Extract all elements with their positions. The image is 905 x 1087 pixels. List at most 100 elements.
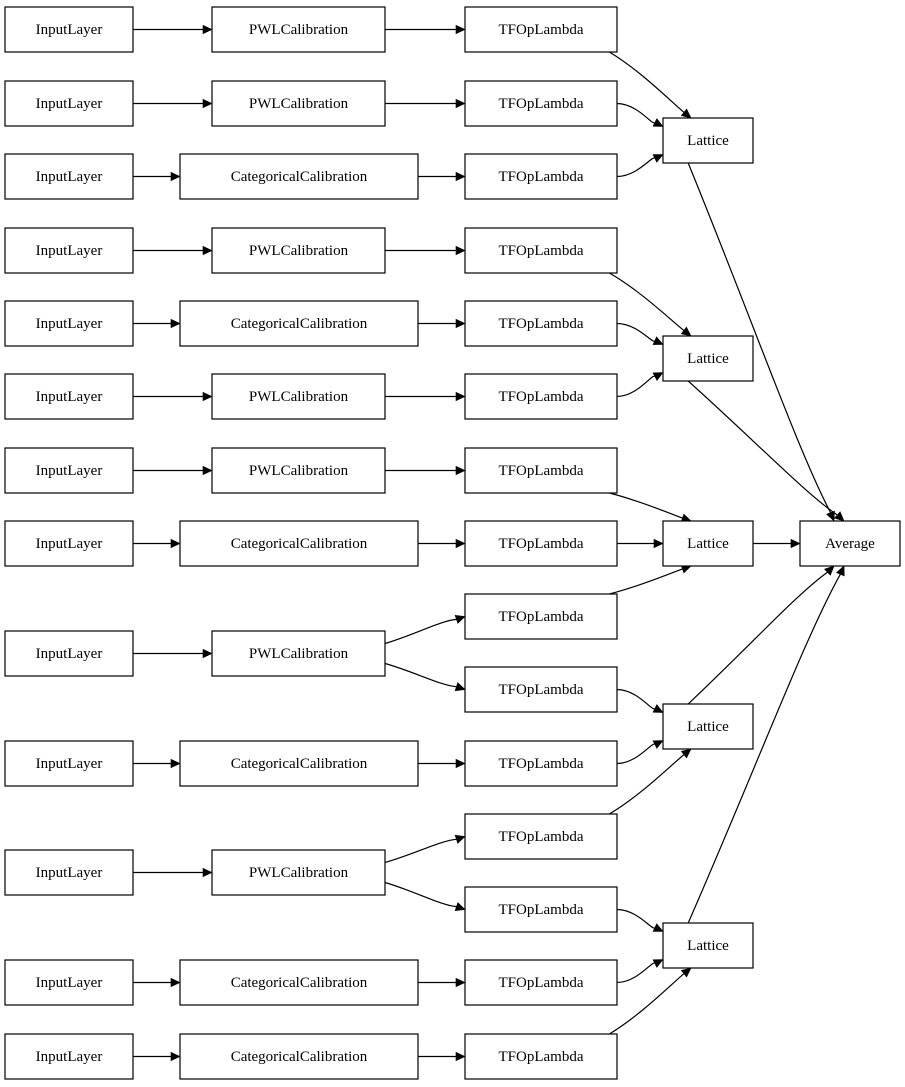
node-inputlayer-in7[interactable]: InputLayer xyxy=(4,447,134,494)
node-tfoplambda-op8[interactable]: TFOpLambda xyxy=(464,520,618,567)
node-inputlayer-in2[interactable]: InputLayer xyxy=(4,80,134,127)
node-lattice-lat1[interactable]: Lattice xyxy=(662,117,754,164)
node-inputlayer-in13[interactable]: InputLayer xyxy=(4,1033,134,1080)
node-tfoplambda-op5[interactable]: TFOpLambda xyxy=(464,300,618,347)
node-box[interactable] xyxy=(179,300,419,347)
node-box[interactable] xyxy=(662,520,754,567)
node-box[interactable] xyxy=(179,153,419,200)
node-tfoplambda-op1[interactable]: TFOpLambda xyxy=(464,6,618,53)
node-box[interactable] xyxy=(211,447,386,494)
node-lattice-lat3[interactable]: Lattice xyxy=(662,520,754,567)
node-box[interactable] xyxy=(662,922,754,969)
edge-categoricalcalibration-to-tfoplambda xyxy=(418,318,466,329)
node-lattice-lat5[interactable]: Lattice xyxy=(662,922,754,969)
node-box[interactable] xyxy=(464,80,618,127)
node-tfoplambda-op4[interactable]: TFOpLambda xyxy=(464,227,618,274)
node-pwlcalibration-cal2[interactable]: PWLCalibration xyxy=(211,80,386,127)
node-box[interactable] xyxy=(464,593,618,640)
node-box[interactable] xyxy=(4,630,134,677)
node-tfoplambda-op3[interactable]: TFOpLambda xyxy=(464,153,618,200)
node-tfoplambda-op2[interactable]: TFOpLambda xyxy=(464,80,618,127)
node-inputlayer-in6[interactable]: InputLayer xyxy=(4,373,134,420)
node-box[interactable] xyxy=(4,6,134,53)
node-box[interactable] xyxy=(4,373,134,420)
node-inputlayer-in12[interactable]: InputLayer xyxy=(4,959,134,1006)
node-box[interactable] xyxy=(464,447,618,494)
node-inputlayer-in9[interactable]: InputLayer xyxy=(4,630,134,677)
node-inputlayer-in5[interactable]: InputLayer xyxy=(4,300,134,347)
node-box[interactable] xyxy=(464,959,618,1006)
node-box[interactable] xyxy=(179,959,419,1006)
node-box[interactable] xyxy=(4,153,134,200)
node-box[interactable] xyxy=(4,300,134,347)
node-box[interactable] xyxy=(4,1033,134,1080)
node-categoricalcalibration-cal3[interactable]: CategoricalCalibration xyxy=(179,153,419,200)
node-tfoplambda-op6[interactable]: TFOpLambda xyxy=(464,373,618,420)
node-box[interactable] xyxy=(211,630,386,677)
node-categoricalcalibration-cal8[interactable]: CategoricalCalibration xyxy=(179,520,419,567)
edge-line xyxy=(609,51,685,113)
arrowhead-icon xyxy=(454,615,466,624)
node-box[interactable] xyxy=(464,373,618,420)
node-box[interactable] xyxy=(179,740,419,787)
node-tfoplambda-op15[interactable]: TFOpLambda xyxy=(464,1033,618,1080)
node-box[interactable] xyxy=(662,703,754,750)
node-average-avg[interactable]: Average xyxy=(799,520,901,567)
edge-tfoplambda-to-lattice xyxy=(617,538,664,549)
node-box[interactable] xyxy=(4,849,134,896)
edge-categoricalcalibration-to-tfoplambda xyxy=(418,538,466,549)
node-pwlcalibration-cal4[interactable]: PWLCalibration xyxy=(211,227,386,274)
node-box[interactable] xyxy=(211,849,386,896)
node-box[interactable] xyxy=(464,520,618,567)
node-box[interactable] xyxy=(464,886,618,933)
node-box[interactable] xyxy=(4,740,134,787)
node-box[interactable] xyxy=(464,6,618,53)
node-box[interactable] xyxy=(464,1033,618,1080)
node-box[interactable] xyxy=(464,666,618,713)
node-box[interactable] xyxy=(179,1033,419,1080)
node-pwlcalibration-cal7[interactable]: PWLCalibration xyxy=(211,447,386,494)
node-lattice-lat4[interactable]: Lattice xyxy=(662,703,754,750)
node-inputlayer-in1[interactable]: InputLayer xyxy=(4,6,134,53)
node-pwlcalibration-cal1[interactable]: PWLCalibration xyxy=(211,6,386,53)
node-categoricalcalibration-cal10[interactable]: CategoricalCalibration xyxy=(179,740,419,787)
node-box[interactable] xyxy=(211,227,386,274)
node-box[interactable] xyxy=(4,447,134,494)
node-categoricalcalibration-cal12[interactable]: CategoricalCalibration xyxy=(179,959,419,1006)
node-inputlayer-in4[interactable]: InputLayer xyxy=(4,227,134,274)
node-box[interactable] xyxy=(464,153,618,200)
node-box[interactable] xyxy=(179,520,419,567)
node-box[interactable] xyxy=(464,300,618,347)
node-tfoplambda-op11[interactable]: TFOpLambda xyxy=(464,740,618,787)
node-categoricalcalibration-cal13[interactable]: CategoricalCalibration xyxy=(179,1033,419,1080)
node-box[interactable] xyxy=(4,959,134,1006)
node-tfoplambda-op10[interactable]: TFOpLambda xyxy=(464,666,618,713)
node-lattice-lat2[interactable]: Lattice xyxy=(662,335,754,382)
node-inputlayer-in8[interactable]: InputLayer xyxy=(4,520,134,567)
node-box[interactable] xyxy=(211,373,386,420)
node-box[interactable] xyxy=(464,813,618,860)
node-pwlcalibration-cal11[interactable]: PWLCalibration xyxy=(211,849,386,896)
node-box[interactable] xyxy=(464,740,618,787)
node-box[interactable] xyxy=(211,80,386,127)
node-inputlayer-in3[interactable]: InputLayer xyxy=(4,153,134,200)
node-categoricalcalibration-cal5[interactable]: CategoricalCalibration xyxy=(179,300,419,347)
node-box[interactable] xyxy=(799,520,901,567)
node-box[interactable] xyxy=(4,227,134,274)
node-tfoplambda-op9[interactable]: TFOpLambda xyxy=(464,593,618,640)
node-tfoplambda-op12[interactable]: TFOpLambda xyxy=(464,813,618,860)
node-tfoplambda-op14[interactable]: TFOpLambda xyxy=(464,959,618,1006)
node-pwlcalibration-cal9[interactable]: PWLCalibration xyxy=(211,630,386,677)
node-tfoplambda-op7[interactable]: TFOpLambda xyxy=(464,447,618,494)
node-pwlcalibration-cal6[interactable]: PWLCalibration xyxy=(211,373,386,420)
node-inputlayer-in10[interactable]: InputLayer xyxy=(4,740,134,787)
node-inputlayer-in11[interactable]: InputLayer xyxy=(4,849,134,896)
node-box[interactable] xyxy=(662,117,754,164)
arrowhead-icon xyxy=(170,1051,181,1062)
node-box[interactable] xyxy=(662,335,754,382)
node-box[interactable] xyxy=(464,227,618,274)
node-box[interactable] xyxy=(211,6,386,53)
node-box[interactable] xyxy=(4,520,134,567)
node-tfoplambda-op13[interactable]: TFOpLambda xyxy=(464,886,618,933)
node-box[interactable] xyxy=(4,80,134,127)
